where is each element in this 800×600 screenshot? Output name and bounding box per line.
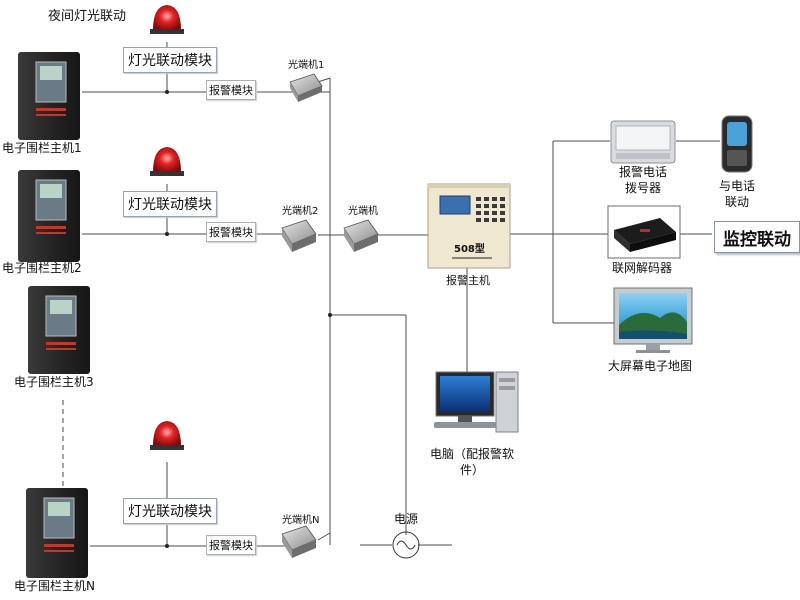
fiber-transceiver-n [281,525,317,558]
fence-host-n-label: 电子围栏主机N [14,579,95,593]
fiber-transceiver-2 [281,219,317,252]
decoder-label: 联网解码器 [612,261,673,275]
alarm-host-label: 报警主机 [446,274,490,287]
computer-icon [434,371,519,433]
fiber-transceiver-1 [289,73,323,102]
fence-host-2-label: 电子围栏主机2 [2,261,82,275]
monitor-link-box: 监控联动 [714,221,800,253]
big-screen-monitor [613,287,693,353]
fence-host-3-label: 电子围栏主机3 [14,375,94,389]
central-fiber-label: 光端机 [348,206,378,217]
warning-beacon-icon [143,0,191,36]
phone-label-line2: 联动 [724,195,749,209]
dialer-label-line1: 报警电话 [618,165,667,179]
light-module-2: 灯光联动模块 [123,191,217,217]
big-screen-label: 大屏幕电子地图 [608,359,693,373]
fence-host-panel-3 [28,286,90,374]
fiber-end-1-label: 光端机1 [288,60,325,71]
pc-label-line2: 件） [460,463,485,477]
mobile-phone-icon [721,115,753,173]
alarm-module-n: 报警模块 [206,535,256,555]
junction-dots [165,58,332,548]
alarm-dialer-device [610,120,676,164]
power-source-icon [392,531,420,559]
light-module-1: 灯光联动模块 [123,47,217,73]
network-decoder-device [607,205,681,259]
pc-label-line1: 电脑（配报警软 [430,447,515,461]
dialer-label-line2: 拨号器 [624,181,661,195]
alarm-host-device [427,183,511,269]
alarm-module-1: 报警模块 [206,80,256,100]
fiber-end-2-label: 光端机2 [282,206,319,217]
fence-host-panel-n [26,488,88,578]
warning-beacon-icon [150,421,184,450]
alarm-host-model: 508型 [454,244,485,255]
connection-lines [62,42,720,547]
fence-host-1-label: 电子围栏主机1 [2,141,82,155]
warning-beacon-icon [150,147,184,176]
fiber-end-n-label: 光端机N [282,515,320,526]
power-label: 电源 [394,512,419,526]
fence-host-panel-2 [18,170,80,262]
fence-host-panel-1 [18,52,80,140]
diagram-title: 夜间灯光联动 [48,9,127,24]
fiber-transceiver-central [343,219,379,252]
light-module-n: 灯光联动模块 [123,498,217,524]
phone-label-line1: 与电话 [718,179,755,193]
alarm-module-2: 报警模块 [206,222,256,242]
